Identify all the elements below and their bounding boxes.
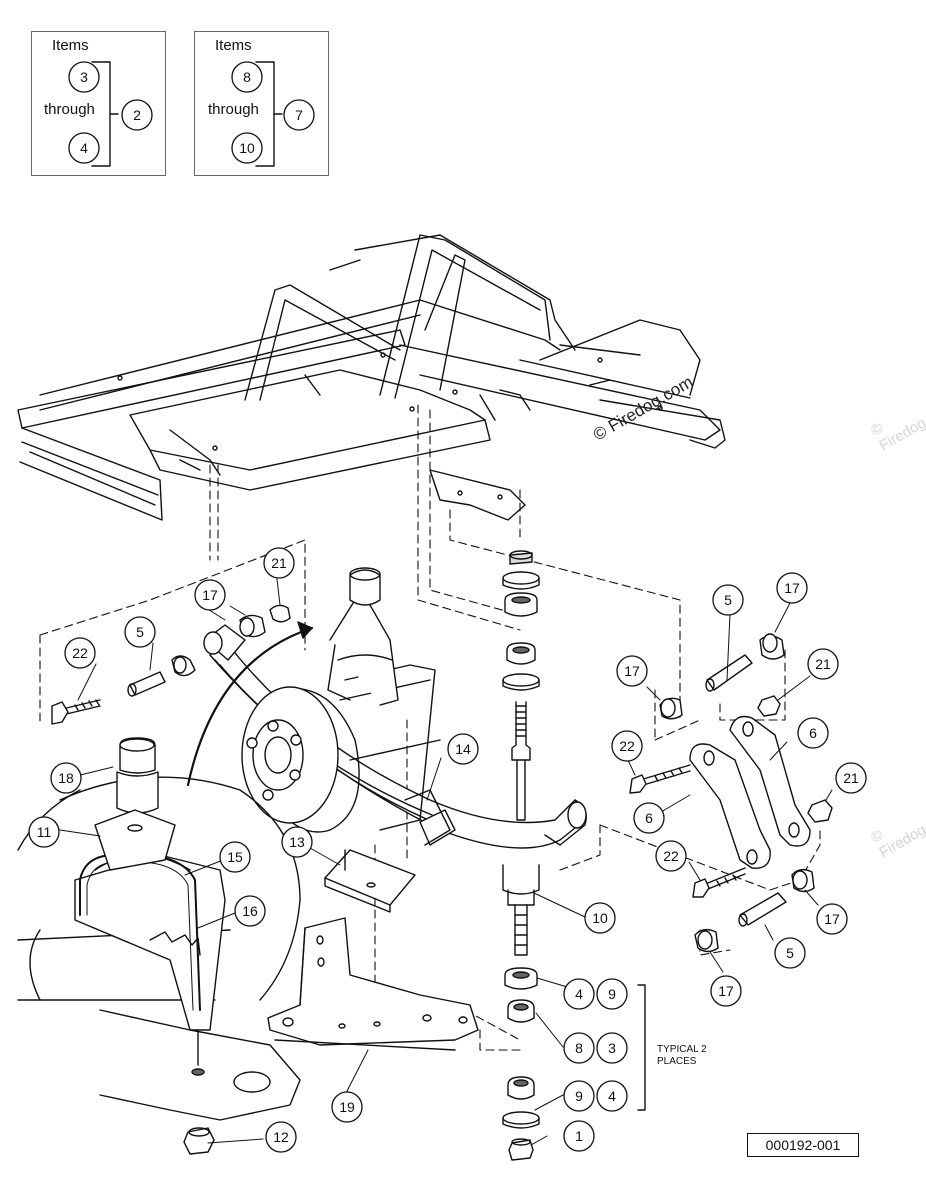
drawing-reference-number: 000192-001 — [747, 1133, 859, 1157]
callout-5: 5 — [724, 592, 732, 608]
callout-6: 6 — [645, 810, 653, 826]
callout-15: 15 — [227, 849, 243, 865]
callout-2: 2 — [133, 107, 141, 123]
callout-17: 17 — [202, 587, 218, 603]
callout-14: 14 — [455, 741, 471, 757]
shock-stack-upper — [502, 550, 540, 821]
legend-through: through — [208, 101, 259, 118]
callout-18: 18 — [58, 770, 74, 786]
leader-lines — [59, 578, 833, 1146]
callout-9: 9 — [575, 1088, 583, 1104]
callout-11: 11 — [37, 824, 52, 840]
callout-17: 17 — [718, 983, 734, 999]
detail-view-circle — [17, 737, 301, 1155]
callout-21: 21 — [815, 656, 831, 672]
callout-circles — [28, 61, 867, 1153]
callout-19: 19 — [339, 1099, 355, 1115]
callout-4: 4 — [575, 986, 583, 1002]
callout-3: 3 — [608, 1040, 616, 1056]
typical-two-places-note: TYPICAL 2 PLACES — [657, 1044, 707, 1067]
callout-10: 10 — [239, 140, 255, 156]
leaf-spring — [203, 624, 587, 956]
vehicle-frame — [17, 234, 726, 521]
callout-3: 3 — [80, 69, 88, 85]
callout-1: 1 — [575, 1128, 583, 1144]
callout-4: 4 — [80, 140, 88, 156]
callout-13: 13 — [289, 834, 305, 850]
callout-17: 17 — [824, 911, 840, 927]
axle-hub — [241, 567, 441, 833]
callout-17: 17 — [784, 580, 800, 596]
callout-22: 22 — [72, 645, 88, 661]
shock-stack-lower — [502, 967, 646, 1161]
callout-9: 9 — [608, 986, 616, 1002]
callout-8: 8 — [575, 1040, 583, 1056]
callout-8: 8 — [243, 69, 251, 85]
callout-10: 10 — [592, 910, 608, 926]
left-shackle-parts — [51, 604, 291, 725]
callout-21: 21 — [843, 770, 859, 786]
callout-12: 12 — [273, 1129, 289, 1145]
spacer-plate — [324, 849, 416, 913]
callout-labels: 3 4 2 8 10 7 21 17 5 22 18 11 13 15 16 1… — [37, 69, 859, 1145]
legend-through: through — [44, 101, 95, 118]
callout-22: 22 — [619, 738, 635, 754]
legend-title: Items — [215, 37, 252, 54]
right-shackle-parts — [629, 633, 833, 953]
callout-5: 5 — [786, 945, 794, 961]
callout-21: 21 — [271, 555, 287, 571]
callout-5: 5 — [136, 624, 144, 640]
detail-arrow — [186, 626, 314, 787]
callout-4: 4 — [608, 1088, 616, 1104]
callout-22: 22 — [663, 848, 679, 864]
legend-title: Items — [52, 37, 89, 54]
mounting-bracket — [267, 917, 479, 1051]
callout-6: 6 — [809, 725, 817, 741]
callout-17: 17 — [624, 663, 640, 679]
callout-7: 7 — [295, 107, 303, 123]
callout-16: 16 — [242, 903, 258, 919]
